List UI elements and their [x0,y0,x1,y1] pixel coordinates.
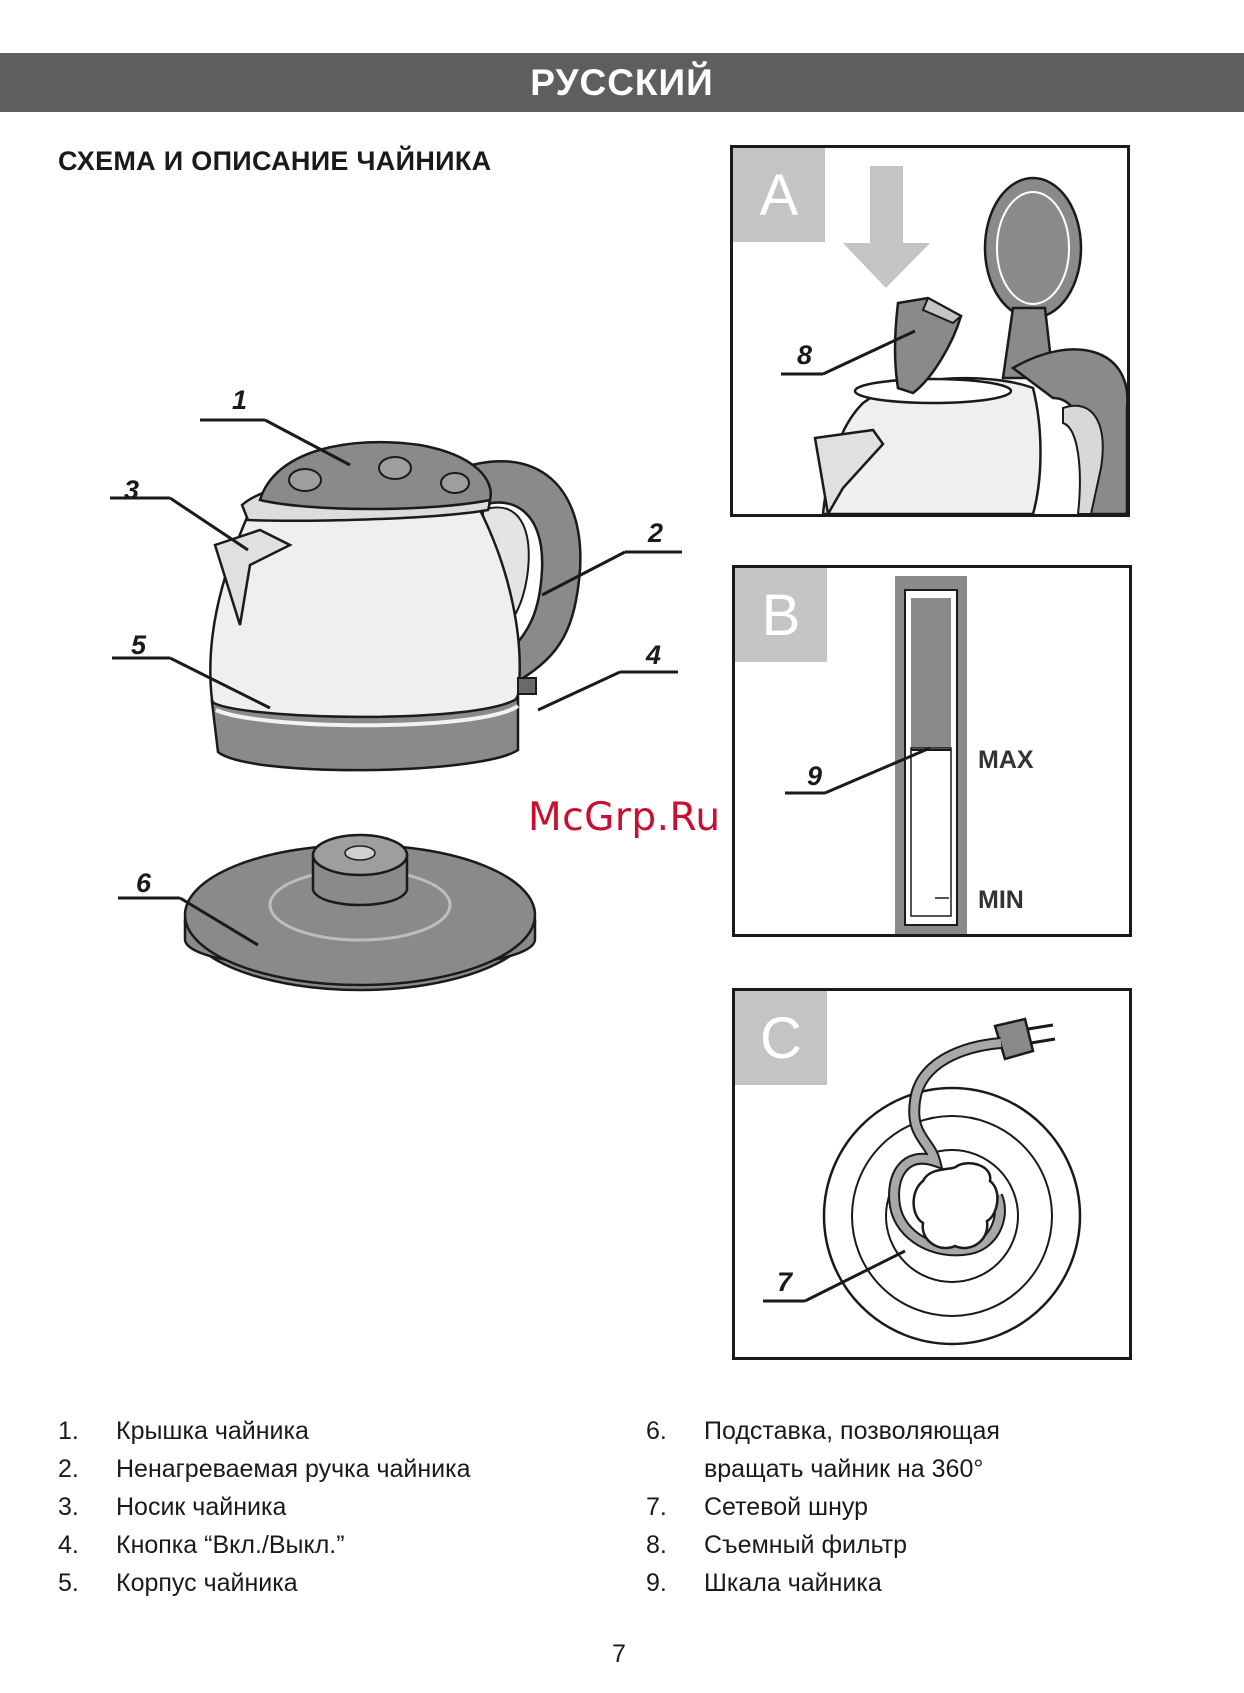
language-header: РУССКИЙ [0,53,1244,112]
legend-item: 4.Кнопка “Вкл./Выкл.” [58,1526,471,1564]
legend-item: 6.Подставка, позволяющая [646,1412,1000,1450]
panel-b: B 9 MAX MIN [732,565,1132,937]
panel-b-callout: 9 [807,761,822,792]
power-cord-illustration [735,991,1129,1357]
callout-5: 5 [131,630,146,661]
legend-left: 1.Крышка чайника 2.Ненагреваемая ручка ч… [58,1412,471,1602]
callout-1: 1 [232,385,247,416]
max-label: MAX [978,746,1034,775]
legend-item: 9.Шкала чайника [646,1564,1000,1602]
callout-2: 2 [648,518,663,549]
language-title: РУССКИЙ [530,62,713,104]
water-gauge-illustration [735,568,1129,934]
watermark: McGrp.Ru [528,795,721,840]
filter-illustration [733,148,1127,514]
callout-4: 4 [646,640,661,671]
section-title: СХЕМА И ОПИСАНИЕ ЧАЙНИКА [58,146,491,177]
min-label: MIN [978,886,1024,915]
legend-item: 5.Корпус чайника [58,1564,471,1602]
kettle-illustration [100,380,700,1060]
legend-item: 2.Ненагреваемая ручка чайника [58,1450,471,1488]
legend-item: 7.Сетевой шнур [646,1488,1000,1526]
legend-item: 8.Съемный фильтр [646,1526,1000,1564]
panel-a: A 8 [730,145,1130,517]
page-number: 7 [612,1640,626,1669]
legend-item: 3.Носик чайника [58,1488,471,1526]
callout-3: 3 [124,475,139,506]
legend-item: 1.Крышка чайника [58,1412,471,1450]
panel-c-callout: 7 [777,1267,792,1298]
panel-c: C 7 [732,988,1132,1360]
callout-6: 6 [136,868,151,899]
legend-item: вращать чайник на 360° [646,1450,1000,1488]
panel-a-callout: 8 [797,340,812,371]
legend-right: 6.Подставка, позволяющая вращать чайник … [646,1412,1000,1602]
